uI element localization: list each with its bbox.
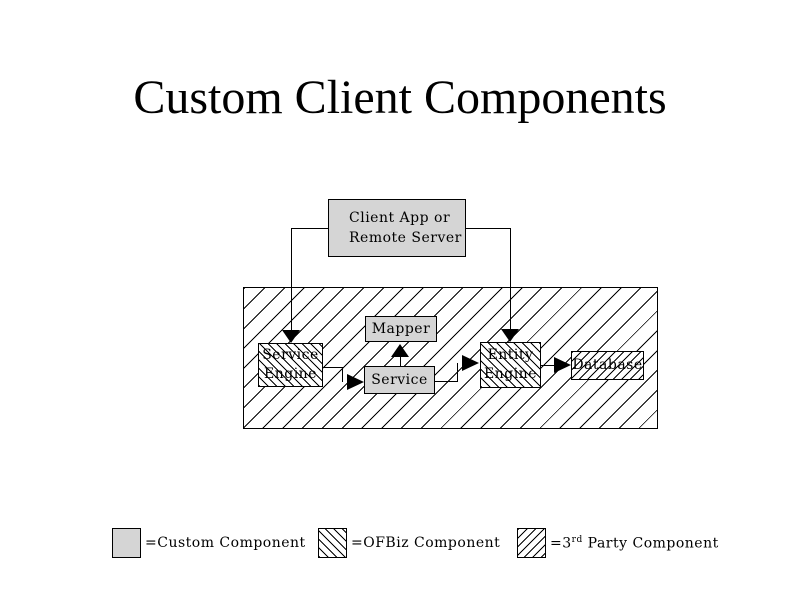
connector-entity-to-database [540,365,555,366]
entity-engine-label-line2: Engine [484,366,537,382]
down-arrow-icon [501,329,519,342]
client-app-box: Client App or Remote Server [328,199,466,257]
legend-third-party-superscript: rd [571,534,583,545]
third-party-component-swatch-icon [517,528,546,558]
client-app-label-line1: Client App or [349,210,451,226]
connector-client-right-horizontal [465,228,510,229]
ofbiz-component-swatch-icon [318,528,347,558]
down-arrow-icon [282,330,300,343]
legend-third-party-prefix: =3 [550,535,572,552]
service-label: Service [371,371,428,388]
right-arrow-icon [554,357,571,373]
service-box: Service [364,366,435,394]
service-engine-box: Service Engine [258,343,323,387]
connector-service-to-entity-h [434,381,458,382]
connector-service-to-entity-v [457,363,458,382]
connector-client-to-entity-engine [510,228,511,330]
service-engine-label-line1: Service [262,347,319,363]
mapper-box: Mapper [365,316,437,342]
connector-service-engine-to-service-v [342,367,343,382]
entity-engine-box: Entity Engine [480,342,541,388]
mapper-label: Mapper [371,320,431,337]
database-box: Database [571,351,644,380]
legend-third-party-suffix: Party Component [582,535,719,552]
client-app-label-line2: Remote Server [349,230,462,246]
connector-client-left-horizontal [291,228,328,229]
up-arrow-icon [391,344,409,357]
legend-label-ofbiz: =OFBiz Component [351,535,501,551]
legend-label-third-party: =3rd Party Component [550,535,719,552]
legend-item-ofbiz: =OFBiz Component [318,528,500,558]
database-label: Database [572,357,643,373]
service-engine-label-line2: Engine [264,366,317,382]
right-arrow-icon [462,355,479,371]
legend-item-third-party: =3rd Party Component [517,528,719,558]
legend-item-custom: =Custom Component [112,528,306,558]
entity-engine-label-line1: Entity [487,347,534,363]
custom-component-swatch-icon [112,528,141,558]
legend-label-custom: =Custom Component [145,535,306,551]
slide-title: Custom Client Components [133,71,667,124]
connector-service-engine-to-service-h [322,367,343,368]
connector-service-to-mapper [400,357,401,366]
connector-client-to-service-engine [291,228,292,331]
right-arrow-icon [347,374,364,390]
